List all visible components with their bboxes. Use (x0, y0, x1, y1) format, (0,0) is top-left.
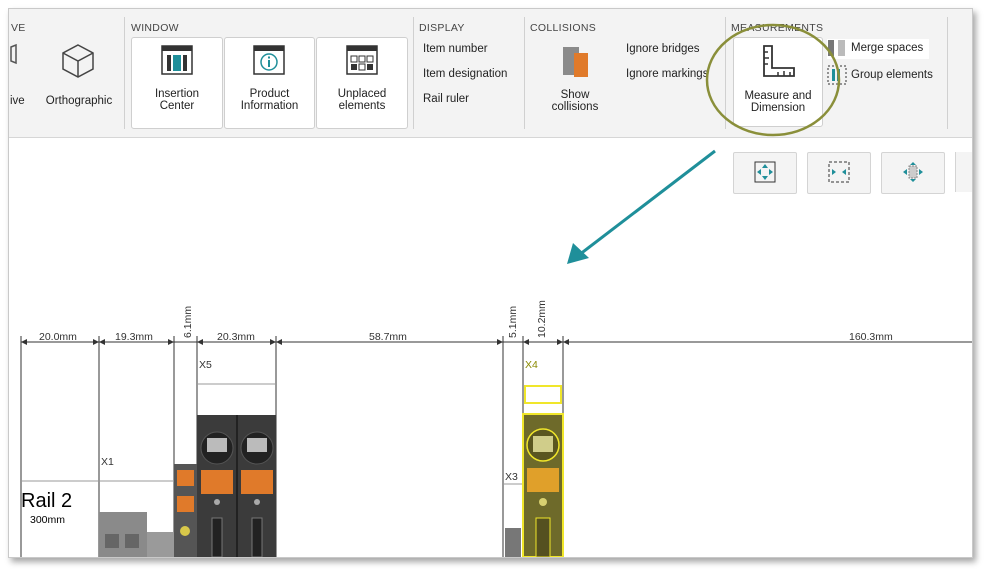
group-separator (725, 17, 726, 129)
group-separator (524, 17, 525, 129)
ribbon-toolbar: VE ive Orthographic WINDOW (9, 9, 972, 138)
view-group-title: VE (11, 22, 26, 34)
dimension-label: 20.3mm (217, 331, 255, 343)
zoom-selection-button[interactable] (807, 152, 871, 194)
collision-blocks-icon (561, 45, 591, 84)
annotation-arrow (567, 149, 716, 264)
group-separator (947, 17, 948, 129)
merge-spaces-button[interactable]: Merge spaces (827, 39, 929, 59)
ignore-markings-toggle[interactable]: Ignore markings (626, 68, 709, 80)
item-number-toggle[interactable]: Item number (423, 43, 488, 55)
app-window: VE ive Orthographic WINDOW (8, 8, 973, 558)
measure-and-dimension-label-2: Dimension (750, 102, 806, 114)
merge-spaces-label: Merge spaces (851, 42, 924, 54)
group-elements-label: Group elements (851, 69, 933, 81)
perspective-icon (9, 43, 19, 72)
show-collisions-label-1: Show (560, 89, 590, 101)
unplaced-elements-label-1: Unplaced (337, 88, 387, 100)
merge-spaces-icon (827, 39, 847, 62)
perspective-label[interactable]: ive (10, 95, 25, 107)
dimension-label: 19.3mm (115, 331, 153, 343)
zoom-center-icon (903, 162, 923, 182)
rail-ruler-toggle[interactable]: Rail ruler (423, 93, 470, 105)
fit-view-button[interactable] (733, 152, 797, 194)
fit-view-icon (754, 161, 776, 183)
group-separator (124, 17, 125, 129)
window-group-title: WINDOW (131, 22, 179, 34)
insertion-center-button[interactable]: Insertion Center (131, 37, 223, 129)
marker-x4: X4 (525, 359, 538, 371)
measurements-group-title: MEASUREMENTS (731, 22, 824, 34)
item-designation-toggle[interactable]: Item designation (423, 68, 508, 80)
highlight-circle (705, 23, 841, 137)
marker-x5: X5 (199, 359, 212, 371)
insertion-center-icon (160, 44, 194, 83)
group-separator (413, 17, 414, 129)
orthographic-label: Orthographic (45, 95, 113, 107)
collisions-group-title: COLLISIONS (530, 22, 597, 34)
product-information-label-1: Product (249, 88, 290, 100)
dimension-label: 20.0mm (39, 331, 77, 343)
measure-and-dimension-label-1: Measure and (744, 90, 812, 102)
orthographic-button[interactable]: Orthographic (39, 39, 119, 119)
show-collisions-button[interactable]: Show collisions (537, 39, 613, 123)
dimension-label: 58.7mm (369, 331, 407, 343)
marker-x3: X3 (505, 471, 518, 483)
insertion-center-label-1: Insertion (154, 88, 200, 100)
dimension-label: 160.3mm (849, 331, 893, 343)
zoom-center-button[interactable] (881, 152, 945, 194)
more-view-button[interactable] (955, 152, 972, 192)
insertion-center-label-2: Center (159, 100, 195, 112)
measure-and-dimension-button[interactable]: Measure and Dimension (733, 37, 823, 127)
ruler-square-icon (760, 44, 796, 85)
cube-icon (61, 43, 95, 84)
ignore-bridges-toggle[interactable]: Ignore bridges (626, 43, 700, 55)
unplaced-elements-label-2: elements (338, 100, 386, 112)
unplaced-elements-button[interactable]: Unplaced elements (316, 37, 408, 129)
product-information-button[interactable]: Product Information (224, 37, 315, 129)
unplaced-elements-icon (345, 44, 379, 83)
show-collisions-label-2: collisions (551, 101, 599, 113)
product-information-label-2: Information (240, 100, 299, 112)
rail-length: 300mm (30, 514, 66, 526)
zoom-selection-icon (828, 161, 850, 183)
marker-x1: X1 (101, 456, 114, 468)
display-group-title: DISPLAY (419, 22, 465, 34)
info-window-icon (252, 44, 286, 83)
rail-name: Rail 2 (21, 490, 73, 512)
rail-canvas: 20.0mm 19.3mm 6.1mm 20.3mm 58.7mm 5.1mm … (9, 138, 972, 557)
terminal-blocks (99, 385, 564, 557)
group-elements-button[interactable]: Group elements (827, 65, 947, 85)
